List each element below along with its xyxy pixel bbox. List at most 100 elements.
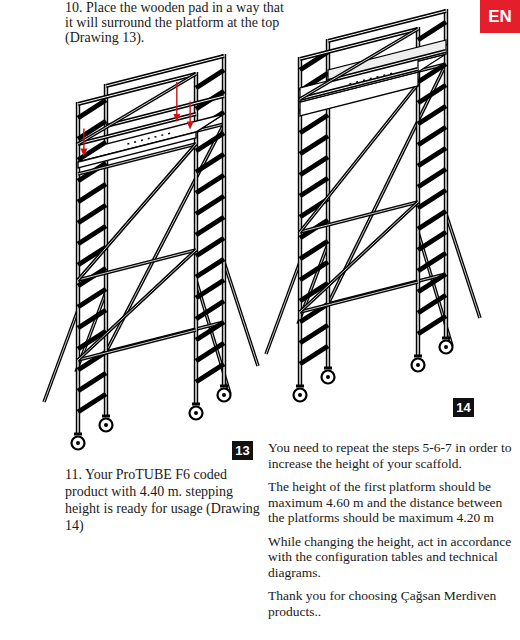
red-arrowhead (187, 122, 194, 130)
ladder-rung (418, 22, 446, 40)
wheel-hub (222, 393, 226, 397)
ladder-rung (418, 253, 446, 271)
caster-wheel (100, 419, 113, 432)
language-tab: EN (480, 0, 520, 33)
ladder-rung (78, 394, 106, 412)
tube-inner (300, 29, 418, 99)
tube (328, 11, 446, 41)
tube-inner (78, 74, 196, 144)
ladder-rung (418, 85, 446, 103)
tube (444, 9, 448, 338)
ladder-rung (196, 259, 224, 277)
tube (44, 310, 78, 402)
ladder-rung (78, 373, 106, 391)
tube (76, 102, 80, 434)
red-arrow (176, 82, 177, 115)
tube (300, 202, 418, 312)
tube (266, 262, 300, 354)
drawing-number: 14 (453, 398, 474, 417)
tube (446, 214, 480, 318)
red-arrow (83, 129, 84, 150)
tube-inner (106, 56, 224, 86)
platform-edge (78, 132, 196, 168)
ladder-rung (300, 325, 328, 343)
tube-inner (328, 11, 446, 41)
wheel-hub (194, 411, 198, 415)
caster-wheel (72, 437, 85, 450)
tube-inner (300, 202, 418, 312)
ladder-rung (300, 115, 328, 133)
wheel-hub (416, 363, 420, 367)
ladder-rung (418, 190, 446, 208)
wheel-hub (298, 393, 302, 397)
ladder-rung (418, 295, 446, 313)
tube-inner (328, 51, 446, 81)
tube-inner (445, 9, 446, 338)
ladder-rung (196, 238, 224, 256)
ladder-rung (196, 133, 224, 151)
ladder-rung (418, 211, 446, 229)
caster-fork (442, 337, 450, 340)
platform-hatch (127, 132, 174, 144)
ladder-rung (418, 106, 446, 124)
tube (300, 29, 418, 99)
caster-wheel (322, 371, 335, 384)
tube-inner (106, 96, 224, 126)
caster-fork (296, 385, 304, 388)
ladder-rung (78, 205, 106, 223)
ladder-rung (418, 232, 446, 250)
ladder-rung (418, 316, 446, 334)
tube (78, 74, 196, 144)
caster-fork (414, 355, 422, 358)
tube (78, 250, 196, 360)
node-text: 14 (456, 400, 470, 415)
caster-wheel (440, 341, 453, 354)
ladder-rung (300, 157, 328, 175)
ladder-rung (196, 322, 224, 340)
node-text: 13 (235, 443, 249, 458)
tube (106, 56, 224, 86)
tube (224, 262, 258, 366)
ladder-rung (196, 280, 224, 298)
ladder-rung (196, 154, 224, 172)
tube (106, 96, 224, 126)
tube (78, 144, 196, 280)
caster-wheel (190, 407, 203, 420)
ladder-rung (418, 148, 446, 166)
red-arrowhead (173, 114, 180, 122)
ladder-rung (300, 136, 328, 154)
tube-inner (224, 262, 258, 366)
ladder-rung (300, 241, 328, 259)
tube-inner (77, 102, 78, 434)
red-arrow (189, 102, 190, 123)
wheel-hub (326, 375, 330, 379)
platform (78, 114, 224, 162)
caster-wheel (294, 389, 307, 402)
ladder-rung (78, 310, 106, 328)
tube-inner (446, 214, 480, 318)
caster-fork (324, 367, 332, 370)
caster-wheel (218, 389, 231, 402)
ladder-rung (78, 184, 106, 202)
step-text: 10. Place the wooden pad in a way that i… (65, 0, 293, 45)
caster-fork (220, 385, 228, 388)
caster-fork (74, 433, 82, 436)
wheel-hub (104, 423, 108, 427)
ladder-rung (196, 301, 224, 319)
tube-inner (266, 262, 300, 354)
ladder-rung (196, 364, 224, 382)
ladder-rung (418, 127, 446, 145)
caster-wheel (412, 359, 425, 372)
ladder-rung (196, 175, 224, 193)
ladder-rung (196, 217, 224, 235)
ladder-rung (300, 262, 328, 280)
ladder-rung (418, 274, 446, 292)
scaffold-tower (266, 9, 480, 402)
caster-fork (192, 403, 200, 406)
text-column: You need to repeat the steps 5-6-7 in or… (268, 440, 512, 627)
ladder-rung (418, 169, 446, 187)
ladder-rung (300, 178, 328, 196)
wheel-hub (76, 441, 80, 445)
note-paragraph: The height of the first platform should … (268, 479, 512, 526)
ladder-rung (196, 70, 224, 88)
